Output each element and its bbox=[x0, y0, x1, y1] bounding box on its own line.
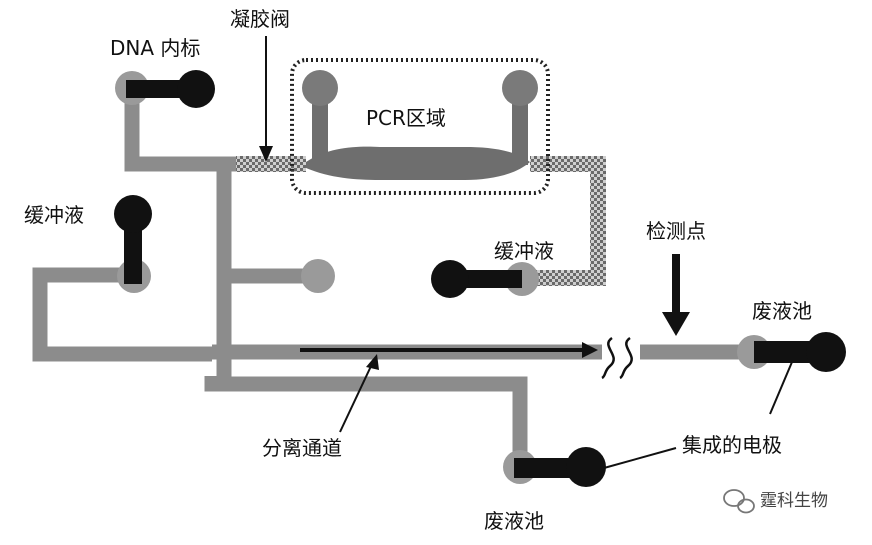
gel-vertical-segment bbox=[590, 156, 606, 286]
wechat-icon bbox=[723, 489, 755, 514]
label-buffer-right: 缓冲液 bbox=[494, 239, 554, 263]
pcr-region-border bbox=[290, 58, 550, 195]
pcr-reservoir-left bbox=[302, 70, 338, 106]
watermark-text: 霆科生物 bbox=[760, 491, 828, 511]
label-buffer-left: 缓冲液 bbox=[24, 203, 84, 227]
label-dna-marker: DNA 内标 bbox=[110, 36, 200, 60]
side-branch-reservoir bbox=[301, 259, 335, 293]
electrode-left-buffer bbox=[114, 195, 152, 284]
gel-valve-arrow bbox=[259, 36, 273, 162]
dna-marker-channel bbox=[124, 88, 240, 172]
pcr-chamber bbox=[290, 58, 550, 195]
gel-channel bbox=[236, 156, 606, 286]
label-integrated-electrode: 集成的电极 bbox=[682, 433, 782, 457]
channel-break-mark bbox=[601, 336, 633, 380]
detection-point-arrow bbox=[662, 254, 690, 336]
electrode-pointer-right bbox=[769, 361, 793, 415]
separation-flow-arrow bbox=[300, 342, 598, 358]
electrodes bbox=[114, 70, 846, 487]
pcr-reaction-chamber bbox=[306, 146, 530, 180]
electrode-waste-right bbox=[754, 332, 846, 372]
gel-bottom-segment bbox=[532, 270, 606, 286]
electrode-waste-bottom bbox=[514, 447, 606, 487]
label-detection-point: 检测点 bbox=[646, 219, 706, 243]
label-waste-bottom: 废液池 bbox=[484, 509, 544, 533]
gel-valve-segment bbox=[236, 156, 306, 172]
electrode-right-buffer bbox=[431, 260, 522, 298]
waste-bottom-channel bbox=[204, 376, 528, 465]
electrode-dna-marker bbox=[126, 70, 215, 108]
label-separation-channel: 分离通道 bbox=[262, 436, 342, 460]
electrode-pointer-bottom bbox=[603, 447, 677, 469]
pcr-reservoir-right bbox=[502, 70, 538, 106]
separation-channel-pointer bbox=[339, 354, 379, 433]
label-waste-right: 废液池 bbox=[752, 299, 812, 323]
label-pcr-region: PCR区域 bbox=[366, 106, 446, 130]
label-gel-valve: 凝胶阀 bbox=[230, 7, 290, 31]
watermark: 霆科生物 bbox=[723, 489, 828, 514]
